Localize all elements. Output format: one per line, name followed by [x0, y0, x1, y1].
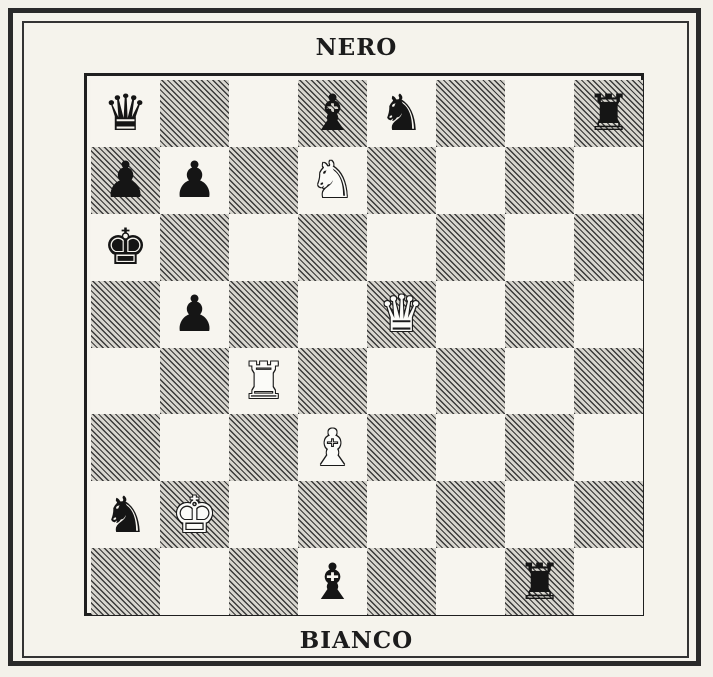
square-g6[interactable]	[505, 214, 574, 281]
square-b6[interactable]	[160, 214, 229, 281]
black-knight-icon[interactable]: ♞	[367, 80, 436, 147]
square-g7[interactable]	[505, 147, 574, 214]
square-b8[interactable]	[160, 80, 229, 147]
square-d1[interactable]: ♝	[298, 548, 367, 615]
square-h7[interactable]	[574, 147, 643, 214]
square-d5[interactable]	[298, 281, 367, 348]
square-d7[interactable]: ♞	[298, 147, 367, 214]
square-g1[interactable]: ♜	[505, 548, 574, 615]
square-c1[interactable]	[229, 548, 298, 615]
black-pawn-icon[interactable]: ♟	[160, 281, 229, 348]
board-grid: ♛♝♞♜♟♟♞♚♟♛♜♝♞♚♝♜	[91, 80, 643, 615]
square-e4[interactable]	[367, 348, 436, 415]
black-rook-icon[interactable]: ♜	[574, 80, 643, 147]
square-h2[interactable]	[574, 481, 643, 548]
black-bishop-icon[interactable]: ♝	[298, 80, 367, 147]
square-b3[interactable]	[160, 414, 229, 481]
square-e8[interactable]: ♞	[367, 80, 436, 147]
square-b1[interactable]	[160, 548, 229, 615]
square-a3[interactable]	[91, 414, 160, 481]
square-a5[interactable]	[91, 281, 160, 348]
square-d6[interactable]	[298, 214, 367, 281]
white-bishop-icon[interactable]: ♝	[298, 414, 367, 481]
square-b7[interactable]: ♟	[160, 147, 229, 214]
black-rook-icon[interactable]: ♜	[505, 548, 574, 615]
square-f4[interactable]	[436, 348, 505, 415]
square-e6[interactable]	[367, 214, 436, 281]
square-a8[interactable]: ♛	[91, 80, 160, 147]
square-b5[interactable]: ♟	[160, 281, 229, 348]
square-e2[interactable]	[367, 481, 436, 548]
square-d2[interactable]	[298, 481, 367, 548]
square-g3[interactable]	[505, 414, 574, 481]
square-d4[interactable]	[298, 348, 367, 415]
square-c4[interactable]: ♜	[229, 348, 298, 415]
square-e1[interactable]	[367, 548, 436, 615]
square-f6[interactable]	[436, 214, 505, 281]
square-e3[interactable]	[367, 414, 436, 481]
black-bishop-icon[interactable]: ♝	[298, 548, 367, 615]
square-e7[interactable]	[367, 147, 436, 214]
square-f7[interactable]	[436, 147, 505, 214]
square-g8[interactable]	[505, 80, 574, 147]
white-side-label: BIANCO	[0, 627, 713, 654]
square-a7[interactable]: ♟	[91, 147, 160, 214]
square-f1[interactable]	[436, 548, 505, 615]
black-king-icon[interactable]: ♚	[91, 214, 160, 281]
square-c7[interactable]	[229, 147, 298, 214]
square-b4[interactable]	[160, 348, 229, 415]
square-e5[interactable]: ♛	[367, 281, 436, 348]
square-f5[interactable]	[436, 281, 505, 348]
square-f3[interactable]	[436, 414, 505, 481]
square-h3[interactable]	[574, 414, 643, 481]
white-king-icon[interactable]: ♚	[160, 481, 229, 548]
square-h4[interactable]	[574, 348, 643, 415]
square-a2[interactable]: ♞	[91, 481, 160, 548]
square-h1[interactable]	[574, 548, 643, 615]
square-f2[interactable]	[436, 481, 505, 548]
black-queen-icon[interactable]: ♛	[91, 80, 160, 147]
square-a1[interactable]	[91, 548, 160, 615]
square-b2[interactable]: ♚	[160, 481, 229, 548]
square-c6[interactable]	[229, 214, 298, 281]
square-c3[interactable]	[229, 414, 298, 481]
black-pawn-icon[interactable]: ♟	[160, 147, 229, 214]
square-c2[interactable]	[229, 481, 298, 548]
black-pawn-icon[interactable]: ♟	[91, 147, 160, 214]
square-c8[interactable]	[229, 80, 298, 147]
square-c5[interactable]	[229, 281, 298, 348]
white-knight-icon[interactable]: ♞	[298, 147, 367, 214]
square-g2[interactable]	[505, 481, 574, 548]
square-d3[interactable]: ♝	[298, 414, 367, 481]
square-h6[interactable]	[574, 214, 643, 281]
white-queen-icon[interactable]: ♛	[367, 281, 436, 348]
square-g5[interactable]	[505, 281, 574, 348]
square-h8[interactable]: ♜	[574, 80, 643, 147]
square-g4[interactable]	[505, 348, 574, 415]
square-d8[interactable]: ♝	[298, 80, 367, 147]
white-rook-icon[interactable]: ♜	[229, 348, 298, 415]
black-knight-icon[interactable]: ♞	[91, 481, 160, 548]
chessboard: ♛♝♞♜♟♟♞♚♟♛♜♝♞♚♝♜	[84, 73, 644, 616]
square-a4[interactable]	[91, 348, 160, 415]
square-h5[interactable]	[574, 281, 643, 348]
square-f8[interactable]	[436, 80, 505, 147]
black-side-label: NERO	[0, 34, 713, 61]
square-a6[interactable]: ♚	[91, 214, 160, 281]
